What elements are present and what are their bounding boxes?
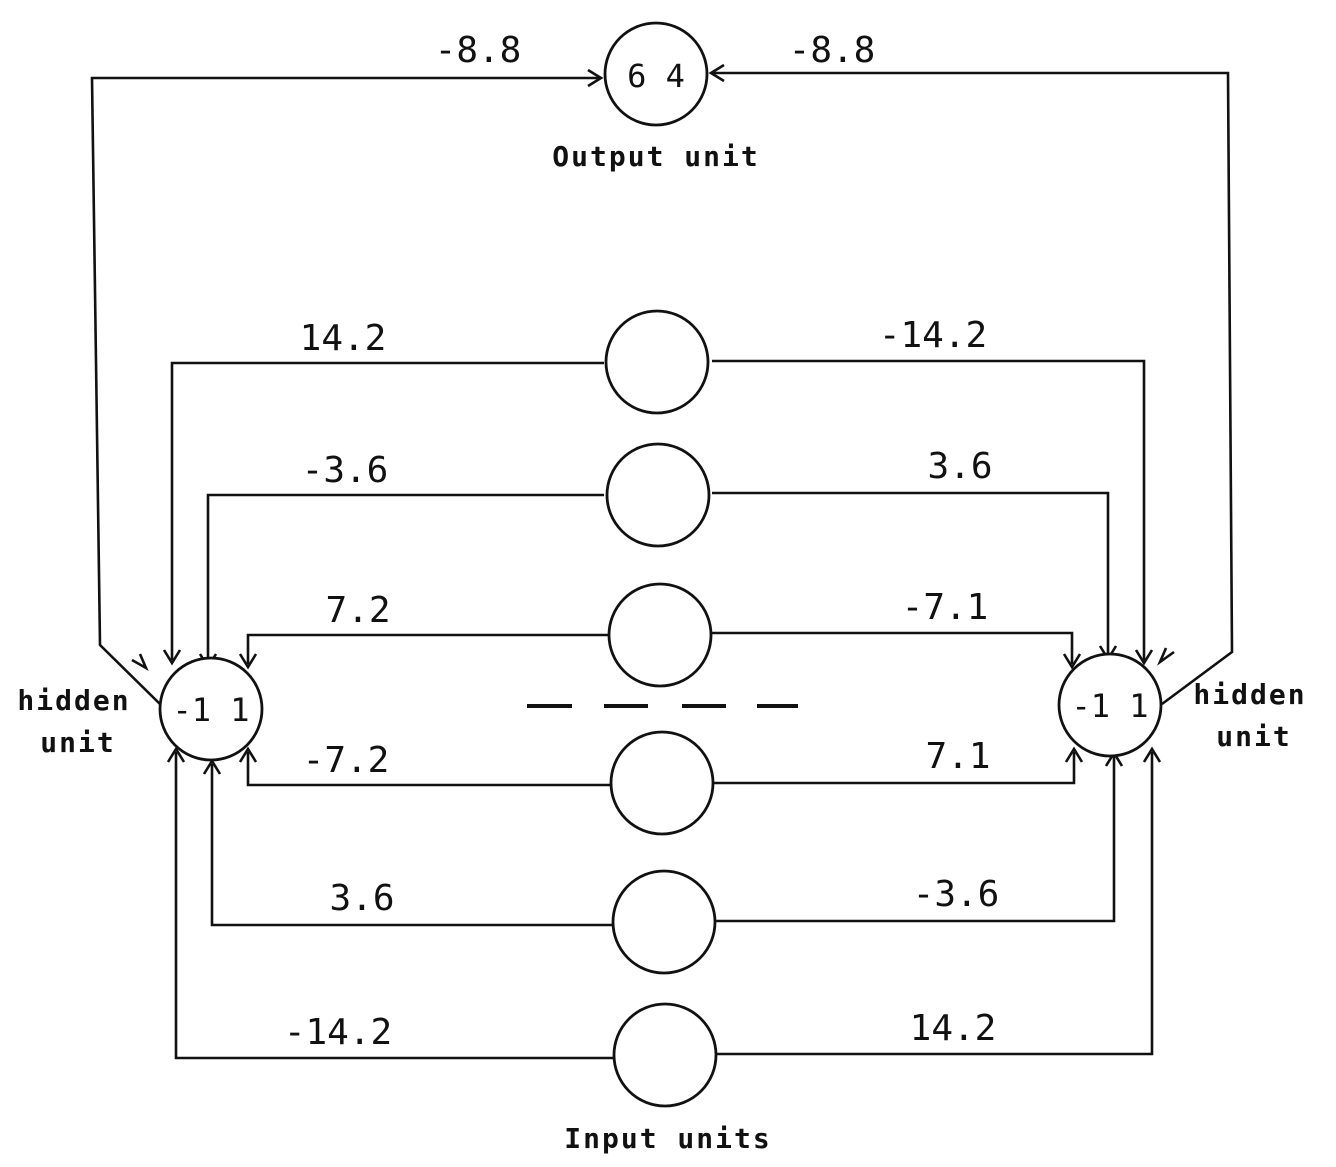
edge-input5-to-right-hidden <box>716 756 1116 923</box>
weight-input5-right: -3.6 <box>913 874 1000 915</box>
input-unit-4 <box>609 730 715 836</box>
captions: Output unit Input units hidden unit hidd… <box>17 140 1306 1155</box>
weight-right-hidden-to-output: -8.8 <box>789 30 876 71</box>
hidden-unit-right-bias: -1 1 <box>1071 687 1148 725</box>
output-node: 6 4 <box>603 21 709 127</box>
input-unit-6 <box>612 1002 718 1108</box>
hidden-unit-left-circle <box>158 656 264 762</box>
arrowhead-up-right-1 <box>1064 746 1084 763</box>
edge-input1-to-right-hidden <box>712 359 1146 660</box>
input-unit-3 <box>607 582 713 688</box>
hidden-unit-right-caption-line2: unit <box>1216 720 1291 753</box>
output-connections <box>90 63 1234 707</box>
input-unit-1 <box>604 309 710 415</box>
edge-input2-to-left-hidden <box>206 493 604 664</box>
arrowhead-output-left <box>587 68 604 88</box>
hidden-unit-left-caption-line1: hidden <box>17 684 130 717</box>
weight-input2-left: -3.6 <box>302 450 389 491</box>
weight-input3-right: -7.1 <box>902 587 989 628</box>
edge-input3-to-right-hidden <box>712 631 1074 664</box>
input-nodes <box>604 309 718 1108</box>
hidden-unit-left-caption-line2: unit <box>40 726 115 759</box>
arrowhead-down-right-4 <box>1156 647 1175 666</box>
arrowhead-down-left-4 <box>131 653 149 672</box>
weight-input6-right: 14.2 <box>910 1008 997 1049</box>
arrowhead-up-left-3 <box>166 746 186 763</box>
edge-input3-to-left-hidden <box>246 633 608 664</box>
arrowhead-down-right-1 <box>1134 649 1154 666</box>
weight-input4-right: 7.1 <box>925 736 990 777</box>
weight-input6-left: -14.2 <box>284 1012 392 1053</box>
hidden-unit-left-bias: -1 1 <box>172 691 249 729</box>
weight-input5-left: 3.6 <box>329 878 394 919</box>
hidden-unit-right-caption-line1: hidden <box>1193 678 1306 711</box>
edge-input6-to-right-hidden <box>716 752 1154 1056</box>
hidden-node-right: -1 1 <box>1057 652 1163 758</box>
arrowhead-up-left-1 <box>238 746 258 763</box>
output-unit-caption: Output unit <box>552 140 759 173</box>
arrowhead-down-left-1 <box>162 649 182 666</box>
weight-left-hidden-to-output: -8.8 <box>435 30 522 71</box>
edge-input2-to-right-hidden <box>712 491 1110 656</box>
weight-input1-left: 14.2 <box>300 318 387 359</box>
weight-input2-right: 3.6 <box>927 446 992 487</box>
weight-input1-right: -14.2 <box>879 315 987 356</box>
weight-labels: -8.8 -8.8 14.2 -14.2 -3.6 3.6 7.2 -7.1 -… <box>284 30 1000 1053</box>
edge-input4-to-left-hidden <box>246 752 610 787</box>
input-unit-2 <box>605 442 711 548</box>
input-connections <box>170 359 1154 1060</box>
input-unit-5 <box>611 869 717 975</box>
arrowhead-up-right-3 <box>1142 746 1162 763</box>
output-unit-circle <box>603 21 709 127</box>
arrowhead-down-left-3 <box>238 653 258 670</box>
hidden-unit-right-circle <box>1057 652 1163 758</box>
weight-input3-left: 7.2 <box>325 590 390 631</box>
weight-input4-left: -7.2 <box>303 740 390 781</box>
output-unit-bias: 6 4 <box>627 57 685 95</box>
arrowhead-output-right <box>708 63 725 83</box>
edge-left-hidden-to-output <box>90 76 600 707</box>
edge-input4-to-right-hidden <box>714 752 1076 785</box>
edge-right-hidden-to-output <box>712 71 1234 706</box>
hidden-node-left: -1 1 <box>158 656 264 762</box>
edge-input6-to-left-hidden <box>174 752 614 1060</box>
arrowhead-down-right-3 <box>1062 653 1082 670</box>
edge-input5-to-left-hidden <box>210 764 612 927</box>
input-units-caption: Input units <box>564 1122 771 1155</box>
edge-input1-to-left-hidden <box>170 361 604 660</box>
